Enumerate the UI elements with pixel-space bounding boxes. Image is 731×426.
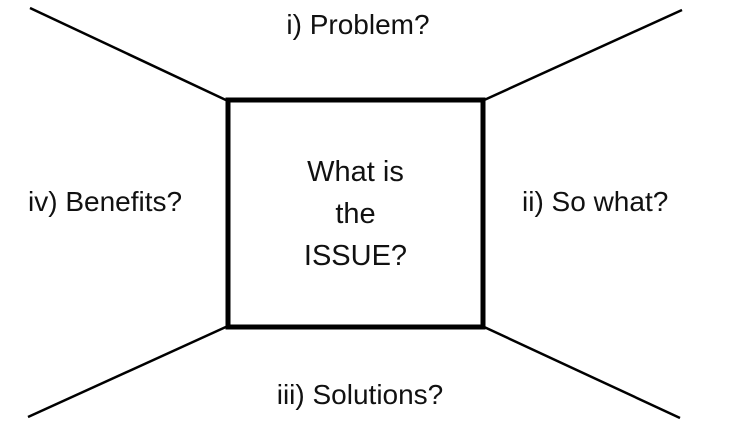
quadrant-label-problem: i) Problem? [286, 9, 430, 40]
issue-box [225, 97, 486, 330]
issue-box-text: What is the ISSUE? [303, 155, 408, 272]
bottom-left-diagonal-line [27, 324, 229, 419]
bottom-right-diagonal-line [481, 324, 681, 420]
quadrant-label-so-what: ii) So what? [522, 186, 669, 217]
quadrant-label-solutions: iii) Solutions? [276, 379, 444, 410]
top-left-diagonal-line [29, 6, 229, 103]
quadrant-label-benefits: iv) Benefits? [28, 186, 183, 217]
top-right-diagonal-line [481, 8, 683, 103]
